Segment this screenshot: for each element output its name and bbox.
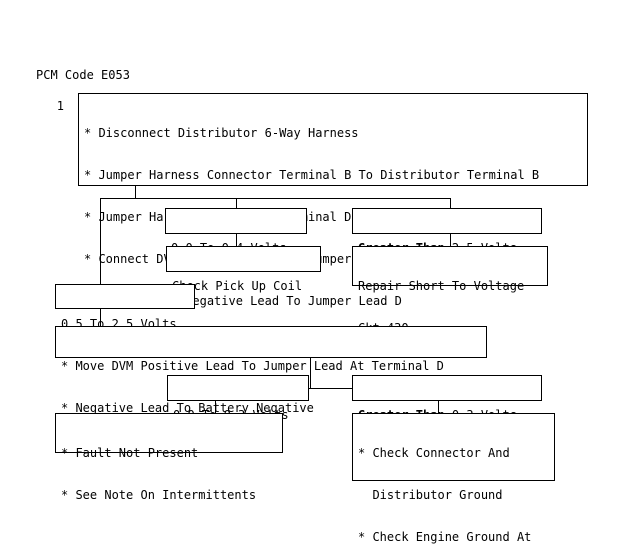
edge-range-high-1-to-repair-short — [450, 234, 451, 246]
range-greater-than-2-5-volts: Greater Than 2.5 Volts — [352, 208, 542, 255]
range-0-5-to-2-5-volts: 0.5 To 2.5 Volts — [55, 284, 195, 331]
edge-row2-bus-right — [310, 388, 352, 389]
edge-bus-row1 — [100, 198, 451, 199]
edge-step2-to-row2-bus — [310, 358, 311, 388]
edge-bus-to-range-high-1 — [450, 198, 451, 208]
range-0-0-to-0-3-volts: 0.0 To 0.3 Volts — [167, 375, 309, 422]
step-2-line-1: * Move DVM Positive Lead To Jumper Lead … — [61, 359, 444, 373]
step-2-instructions: * Move DVM Positive Lead To Jumper Lead … — [55, 326, 487, 415]
edge-range-mid-to-step2 — [100, 309, 101, 326]
action-check-pick-up-coil: Check Pick Up Coil — [166, 246, 321, 293]
edge-bus-to-range-low-1 — [236, 198, 237, 208]
check-grounds-line-1: * Check Connector And — [358, 446, 510, 460]
step-1-line-1: * Disconnect Distributor 6-Way Harness — [84, 126, 359, 140]
result-fault-not-present: * Fault Not Present * See Note On Interm… — [55, 413, 283, 502]
repair-short-line-1: Repair Short To Voltage — [358, 279, 525, 293]
step-number-label: 1 — [56, 99, 64, 113]
step-1-line-2: * Jumper Harness Connector Terminal B To… — [84, 168, 540, 182]
edge-step1-to-bus — [135, 186, 136, 198]
edge-bus-to-range-mid — [100, 198, 101, 284]
range-0-0-to-0-4-volts: 0.0 To 0.4 Volts — [165, 208, 307, 255]
step-1-instructions: * Disconnect Distributor 6-Way Harness *… — [78, 93, 588, 350]
range-greater-than-0-3-volts: Greater Than 0.3 Volts — [352, 375, 542, 422]
page-title: PCM Code E053 — [36, 68, 130, 82]
check-grounds-line-3: * Check Engine Ground At — [358, 530, 532, 544]
action-repair-short-to-voltage: Repair Short To Voltage Ckt 430 — [352, 246, 548, 335]
edge-range-low-1-to-pickup-coil — [236, 234, 237, 246]
step-2-line-2: * Negative Lead To Battery Negative — [61, 401, 314, 415]
check-grounds-line-2: Distributor Ground — [358, 488, 503, 502]
edge-range-low-2-to-no-fault-drop — [215, 401, 216, 413]
no-fault-line-1: * Fault Not Present — [61, 446, 199, 460]
no-fault-line-2: * See Note On Intermittents — [61, 488, 257, 502]
result-check-grounds: * Check Connector And Distributor Ground… — [352, 413, 555, 544]
edge-range-high-2-to-check-grounds — [438, 401, 439, 413]
